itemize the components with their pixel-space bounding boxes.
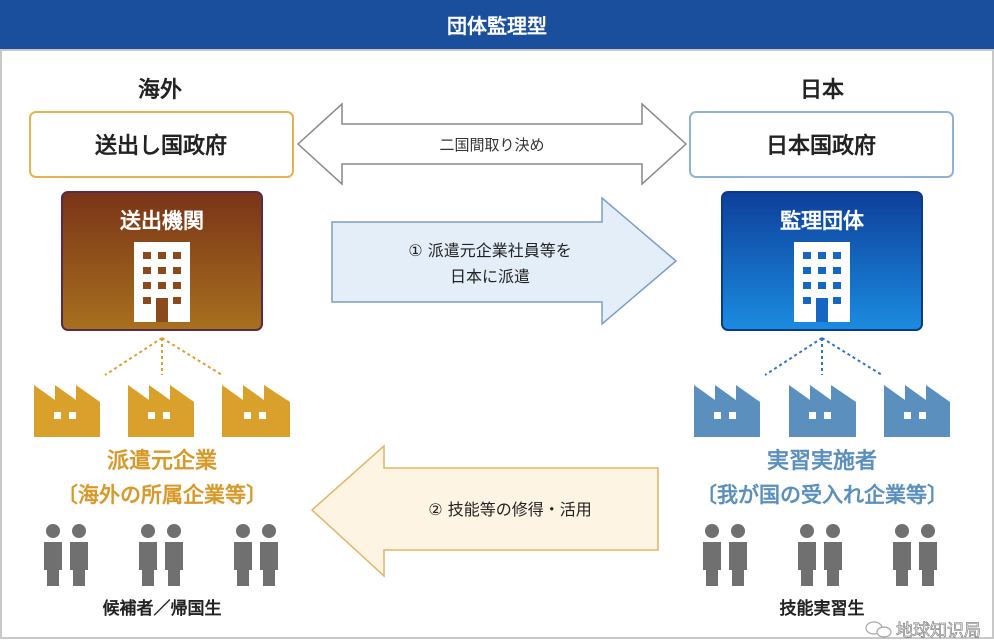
japan-government-box: [689, 111, 954, 178]
implementing-organization-sublabel: 〔我が国の受入れ企業等〕: [696, 483, 948, 507]
factory-icon: [694, 385, 760, 437]
factory-icon: [128, 385, 194, 437]
factory-icon: [34, 385, 100, 437]
factory-icon: [222, 385, 290, 437]
bilateral-double-arrow: [296, 102, 688, 186]
people-pair-icon: [44, 524, 88, 586]
sending-government-label: 送出し国政府: [95, 133, 227, 159]
skills-return-label: ② 技能等の修得・活用: [428, 500, 591, 519]
candidates-label: 候補者／帰国生: [103, 598, 222, 619]
watermark: 地球知识局: [865, 621, 981, 640]
content-frame: [0, 49, 994, 639]
left-connector-lines: [104, 337, 223, 376]
page-title: 団体監理型: [447, 14, 547, 38]
implementing-organization-label: 実習実施者: [767, 448, 877, 474]
wechat-icon: [865, 621, 892, 638]
technical-intern-label: 技能実習生: [780, 598, 865, 619]
region-label-japan: 日本: [800, 78, 844, 103]
watermark-text: 地球知识局: [896, 621, 981, 640]
dispatch-label-line2: 日本に派遣: [450, 267, 530, 286]
people-pair-icon: [139, 524, 183, 586]
supervising-organization-label: 監理団体: [780, 209, 865, 233]
dispatch-arrow: [331, 196, 678, 326]
people-pair-icon: [798, 524, 842, 586]
factory-icon: [884, 385, 950, 437]
title-bar: [0, 0, 994, 50]
region-label-overseas: 海外: [138, 77, 182, 103]
sending-agency-label: 送出機関: [120, 209, 204, 233]
sending-government-box: [29, 111, 294, 178]
dispatching-company-label: 派遣元企業: [107, 448, 218, 474]
factory-icon: [789, 385, 856, 437]
building-icon: [134, 242, 190, 322]
bilateral-agreement-label: 二国間取り決め: [439, 136, 544, 154]
japan-government-label: 日本国政府: [766, 133, 876, 159]
dispatch-label-line1: ① 派遣元企業社員等を: [408, 241, 571, 260]
people-pair-icon: [234, 524, 278, 586]
people-pair-icon: [893, 524, 937, 586]
skills-return-arrow: [310, 444, 659, 578]
dispatching-company-sublabel: 〔海外の所属企業等〕: [57, 483, 267, 507]
right-connector-lines: [764, 337, 883, 376]
building-icon: [794, 242, 850, 322]
people-pair-icon: [703, 524, 747, 586]
